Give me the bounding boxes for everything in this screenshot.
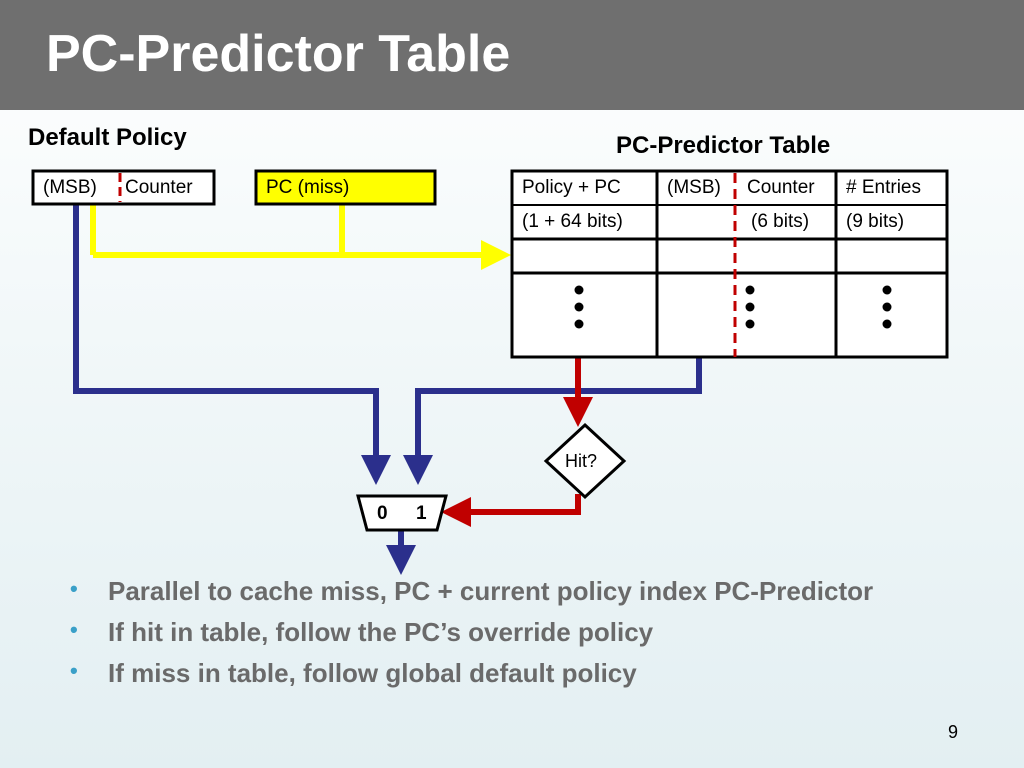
title-bar: PC-Predictor Table bbox=[0, 0, 1024, 110]
table-header-policy-pc: Policy + PC bbox=[522, 177, 621, 198]
table-bits-policy-pc: (1 + 64 bits) bbox=[522, 211, 623, 232]
predictor-table bbox=[510, 169, 949, 359]
bullet-text: If hit in table, follow the PC’s overrid… bbox=[108, 617, 654, 647]
default-policy-label: Default Policy bbox=[28, 124, 187, 151]
table-bits-entries: (9 bits) bbox=[846, 211, 905, 232]
bullet-dot-icon: • bbox=[70, 617, 78, 642]
red-wire-hit-to-mux bbox=[441, 494, 581, 527]
pc-miss-box bbox=[254, 169, 437, 206]
bullet-dot-icon: • bbox=[70, 576, 78, 601]
slide-title: PC-Predictor Table bbox=[46, 25, 511, 83]
hit-diamond bbox=[543, 422, 627, 500]
table-bits-counter: (6 bits) bbox=[751, 211, 810, 232]
bullet-list: • Parallel to cache miss, PC + current po… bbox=[70, 576, 873, 699]
bullet-text: If miss in table, follow global default … bbox=[108, 658, 637, 688]
ellipsis-dots-col2 bbox=[745, 285, 755, 329]
page-number: 9 bbox=[948, 722, 959, 742]
table-title: PC-Predictor Table bbox=[616, 132, 831, 159]
ellipsis-dots-col1 bbox=[574, 285, 584, 329]
default-msb-label: (MSB) bbox=[43, 177, 97, 198]
bullet-item: • If miss in table, follow global default… bbox=[70, 658, 873, 699]
hit-label: Hit? bbox=[565, 451, 598, 471]
mux-shape bbox=[356, 494, 448, 532]
table-header-counter: Counter bbox=[747, 177, 815, 198]
mux-label-1: 1 bbox=[416, 503, 427, 524]
default-policy-box bbox=[31, 169, 216, 206]
bullet-dot-icon: • bbox=[70, 658, 78, 683]
navy-wire-table-to-mux bbox=[403, 358, 702, 485]
bullet-item: • Parallel to cache miss, PC + current po… bbox=[70, 576, 873, 617]
ellipsis-dots-col3 bbox=[882, 285, 892, 329]
table-header-msb: (MSB) bbox=[667, 177, 721, 198]
table-header-entries: # Entries bbox=[846, 177, 921, 198]
pc-miss-label: PC (miss) bbox=[266, 177, 350, 198]
bullet-item: • If hit in table, follow the PC’s overri… bbox=[70, 617, 873, 658]
default-counter-label: Counter bbox=[125, 177, 193, 198]
navy-wire-default-to-mux bbox=[73, 205, 391, 485]
bullet-text: Parallel to cache miss, PC + current pol… bbox=[108, 576, 874, 606]
mux-label-0: 0 bbox=[377, 503, 388, 524]
